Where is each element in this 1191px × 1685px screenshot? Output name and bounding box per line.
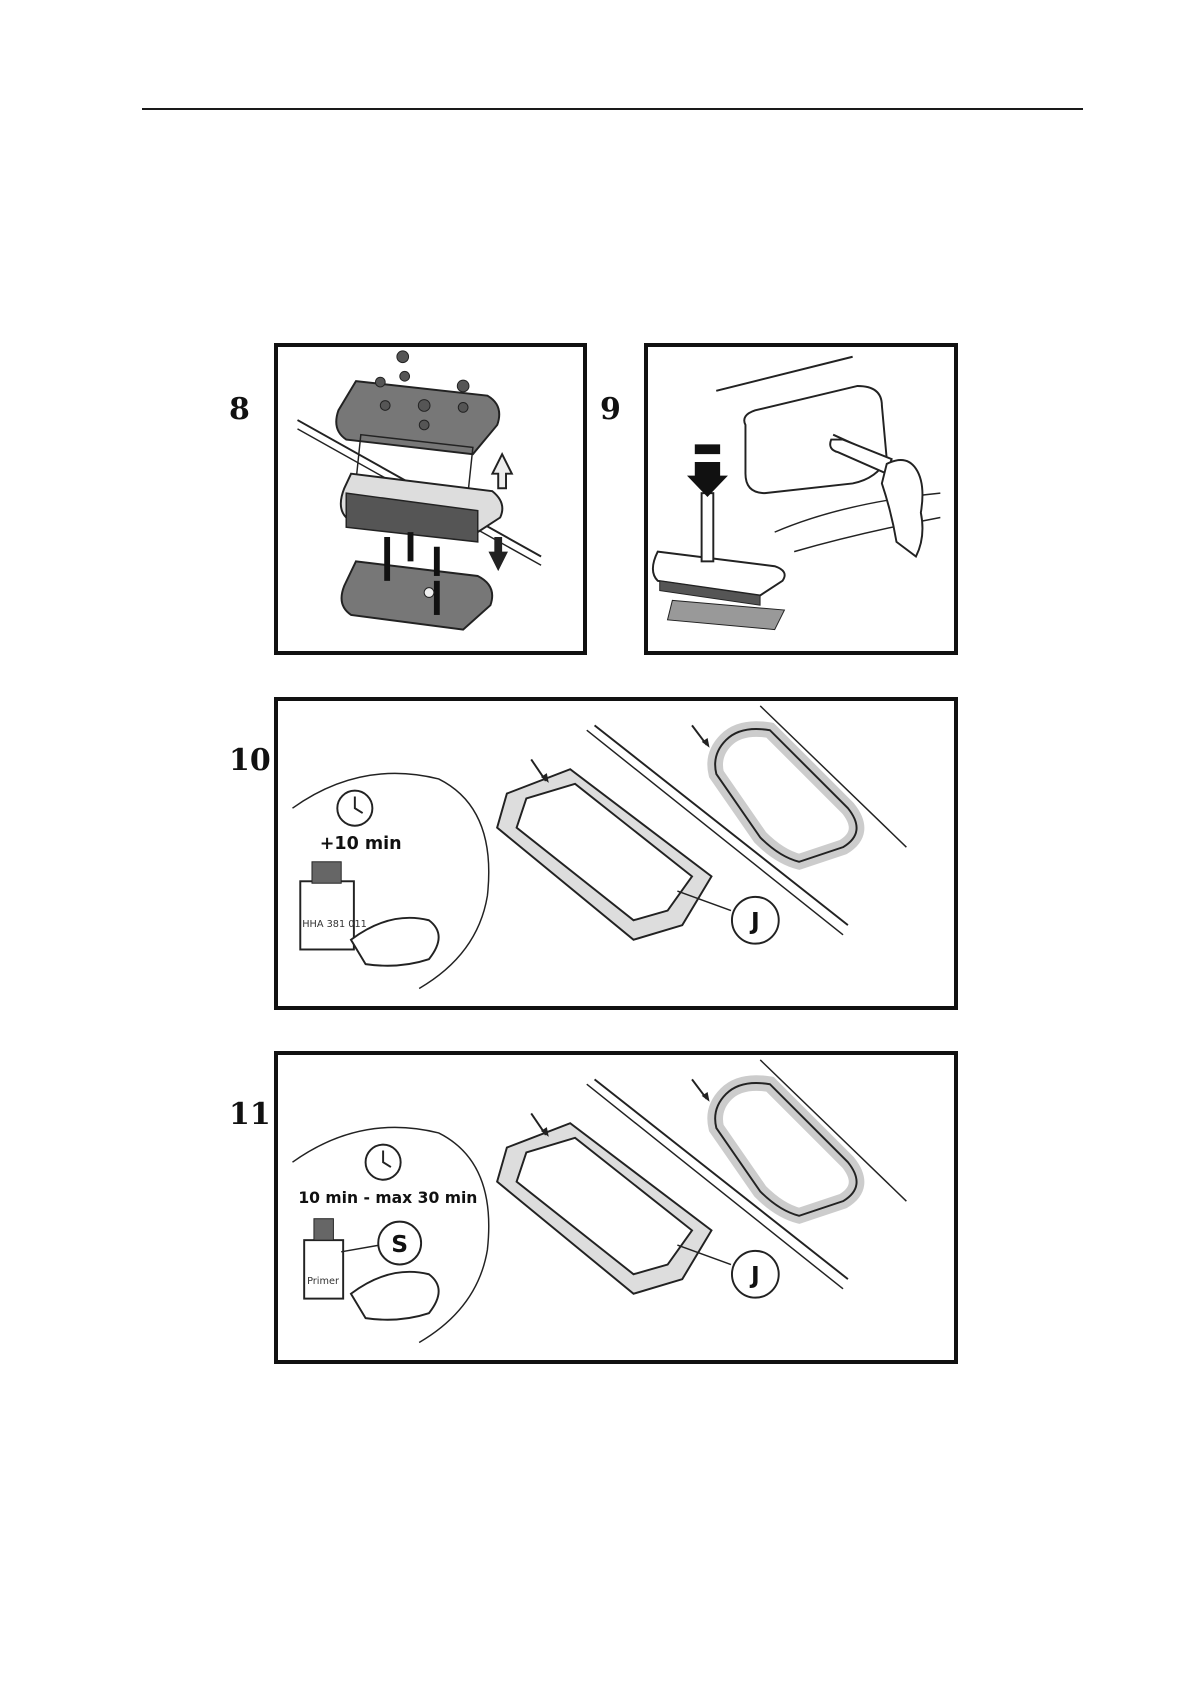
svg-text:Primer: Primer [307,1276,339,1287]
figure-step-8 [274,343,587,655]
step-number-9: 9 [600,395,621,425]
assembly-exploded-illustration [278,347,583,651]
svg-text:10 min - max 30 min: 10 min - max 30 min [298,1189,477,1207]
step-number-10: 10 [229,746,271,776]
seal-cleaning-illustration: +10 min HHA 381 011 J [278,701,954,1006]
svg-text:S: S [391,1230,408,1258]
step-number-8: 8 [229,395,250,425]
figure-step-11: 10 min - max 30 min Primer S J [274,1051,958,1364]
step-number-11: 11 [229,1100,271,1130]
svg-text:HHA 381 011: HHA 381 011 [302,919,367,930]
svg-text:J: J [749,907,760,935]
figure-step-10: +10 min HHA 381 011 J [274,697,958,1010]
press-tool-illustration [648,347,954,651]
svg-text:+10 min: +10 min [320,834,402,854]
figure-step-9 [644,343,958,655]
svg-text:J: J [749,1261,760,1289]
header-rule [142,108,1083,110]
primer-application-illustration: 10 min - max 30 min Primer S J [278,1055,954,1360]
